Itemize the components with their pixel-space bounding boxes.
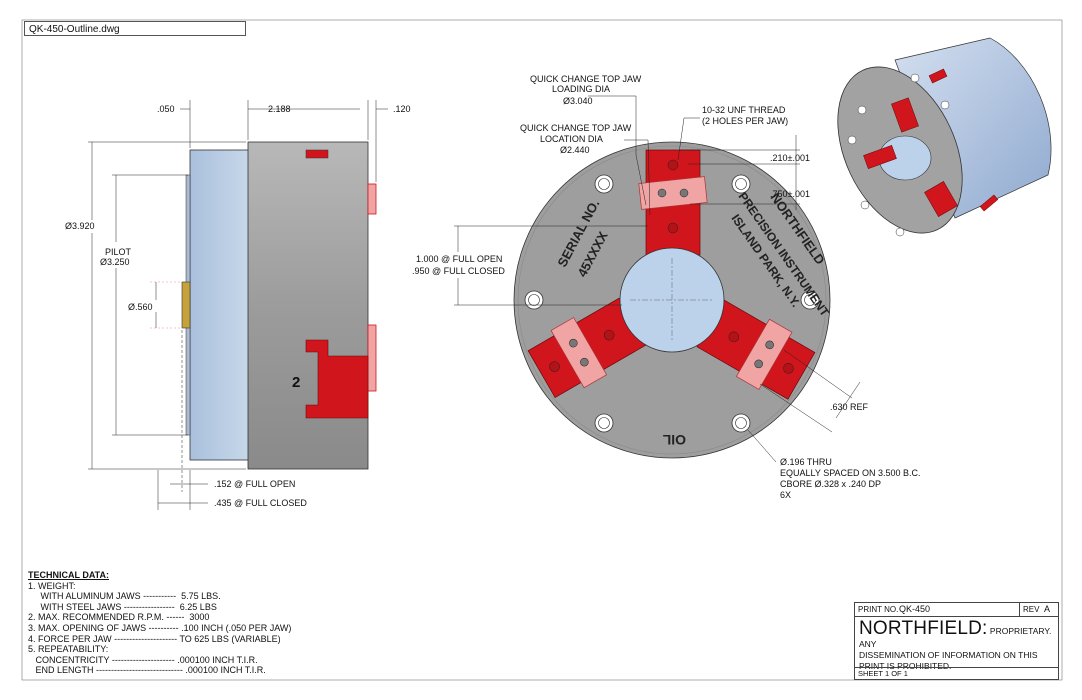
dim-750: .750±.001	[770, 189, 810, 199]
bore-insert	[181, 281, 191, 329]
location-value: Ø2.440	[560, 145, 590, 155]
jaw-top	[638, 149, 708, 256]
pilot-label: PILOT	[105, 247, 132, 257]
loading-label-2: LOADING DIA	[552, 84, 610, 94]
dim-050: .050	[157, 104, 175, 114]
notice-line-a: PROPRIETARY. ANY	[859, 626, 1052, 649]
side-jaw-red	[305, 339, 369, 419]
side-view: 2 .050 2.188 .120 Ø3.920 PILOT Ø3.250 Ø.…	[65, 100, 411, 510]
tech-line: END LENGTH -----------------------------…	[28, 665, 266, 676]
company-name: NORTHFIELD:	[859, 618, 988, 639]
dim-560: Ø.560	[128, 302, 153, 312]
dim-435: .435 @ FULL CLOSED	[214, 498, 307, 508]
tech-line: 4. FORCE PER JAW --------------------- T…	[28, 633, 281, 644]
rev-label: REV	[1023, 605, 1040, 614]
dim-120: .120	[393, 104, 411, 114]
top-jaw-tab	[367, 183, 377, 215]
jaw-left	[527, 297, 647, 398]
rev-value: A	[1044, 604, 1051, 614]
open-label-1: 1.000 @ FULL OPEN	[416, 254, 502, 264]
tech-line: 1. WEIGHT:	[28, 580, 76, 591]
dim-152: .152 @ FULL OPEN	[214, 479, 295, 489]
isometric-view	[837, 37, 1052, 237]
oil-mark: OIL	[662, 432, 686, 448]
hole-label-1: Ø.196 THRU	[780, 457, 832, 467]
dim-210: .210±.001	[770, 153, 810, 163]
sheet-border	[21, 19, 1063, 681]
tech-line: WITH ALUMINUM JAWS ----------- 5.75 LBS.	[28, 591, 221, 602]
print-no-label: PRINT NO.	[858, 605, 899, 614]
notice-line-c: PRINT IS PROHIBITED.	[859, 661, 952, 671]
top-jaw-slot	[305, 149, 329, 159]
tech-line: 2. MAX. RECOMMENDED R.P.M. ------ 3000	[28, 612, 210, 623]
thread-label-1: 10-32 UNF THREAD	[702, 105, 786, 115]
pilot-dia: Ø3.250	[100, 257, 130, 267]
loading-label-1: QUICK CHANGE TOP JAW	[530, 74, 642, 84]
technical-data: TECHNICAL DATA: 1. WEIGHT: WITH ALUMINUM…	[28, 570, 291, 676]
location-label-1: QUICK CHANGE TOP JAW	[520, 123, 632, 133]
sheet-number: SHEET 1 OF 1	[858, 669, 908, 678]
title-block: PRINT NO. QK-450 REV A NORTHFIELD: PROPR…	[854, 602, 1059, 680]
hole-label-4: 6X	[780, 490, 791, 500]
tech-line: WITH STEEL JAWS ----------------- 6.25 L…	[28, 601, 217, 612]
mounting-holes	[524, 174, 820, 433]
notice-line-b: DISSEMINATION OF INFORMATION ON THIS	[859, 650, 1038, 660]
tech-line: CONCENTRICITY --------------------- .000…	[28, 654, 258, 665]
dim-2188: 2.188	[268, 104, 291, 114]
location-label-2: LOCATION DIA	[540, 134, 603, 144]
jaw-number-label: 2	[292, 374, 300, 391]
hole-label-3: CBORE Ø.328 x .240 DP	[780, 479, 881, 489]
jaw-right	[696, 299, 816, 400]
loading-value: Ø3.040	[563, 96, 593, 106]
file-name-tab: QK-450-Outline.dwg	[24, 21, 246, 36]
front-view: SERIAL NO. 45XXXX NORTHFIELD PRECISION I…	[412, 74, 921, 500]
chuck-body-side	[247, 141, 369, 470]
print-no-value: QK-450	[899, 604, 931, 614]
tech-line: 3. MAX. OPENING OF JAWS ---------- .100 …	[28, 622, 292, 633]
dim-630: .630 REF	[830, 402, 869, 412]
bottom-jaw-tab	[367, 324, 377, 392]
hole-label-2: EQUALLY SPACED ON 3.500 B.C.	[780, 468, 921, 478]
technical-data-heading: TECHNICAL DATA:	[28, 570, 109, 580]
dim-3920: Ø3.920	[65, 221, 95, 231]
open-label-2: .950 @ FULL CLOSED	[412, 266, 505, 276]
tech-line: 5. REPEATABILITY:	[28, 644, 109, 655]
pilot-section	[189, 149, 251, 461]
thread-label-2: (2 HOLES PER JAW)	[702, 116, 788, 126]
